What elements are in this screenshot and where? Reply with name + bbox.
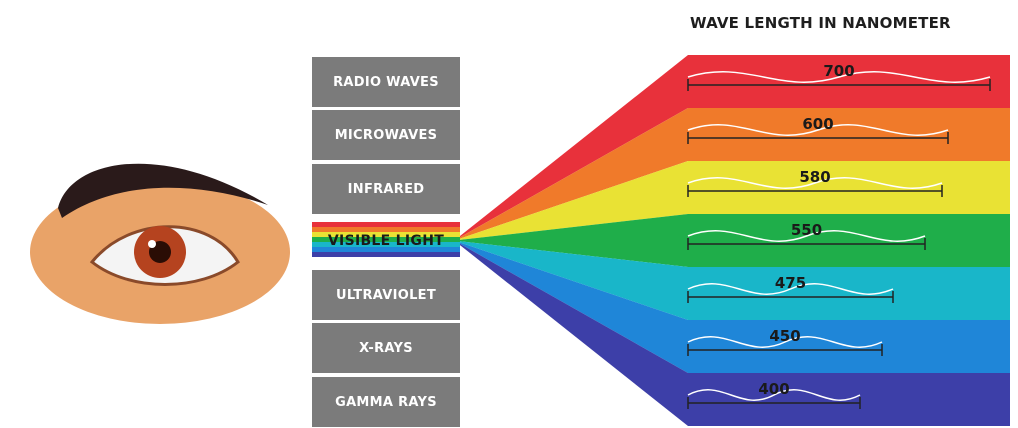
- wavelength-label: 450: [769, 327, 801, 345]
- fan-wedge: [460, 214, 688, 267]
- eye-illustration: [30, 163, 290, 324]
- fan-wedge: [460, 55, 688, 238]
- band-600: [688, 108, 1010, 161]
- wavelength-label: 600: [802, 115, 834, 133]
- wave-curve: [687, 124, 949, 136]
- fan-wedge: [460, 243, 688, 426]
- spectrum-box-visible-light: VISIBLE LIGHT: [327, 233, 445, 249]
- fan-wedge: [460, 241, 688, 320]
- wave-curve: [687, 71, 991, 83]
- wavelength-label: 580: [799, 168, 831, 186]
- visible-light-stripe: [312, 232, 460, 237]
- wavelength-label: 700: [823, 62, 855, 80]
- wavelength-label: 550: [790, 221, 823, 239]
- spectrum-box-x-rays: X-RAYS: [312, 323, 460, 373]
- wave-curve: [687, 177, 943, 189]
- spectrum-box-ultraviolet: ULTRAVIOLET: [312, 270, 460, 320]
- wavelength-label: 400: [758, 380, 790, 398]
- spectrum-box-radio-waves: RADIO WAVES: [312, 57, 460, 107]
- spectrum-box-gamma-rays: GAMMA RAYS: [312, 377, 460, 427]
- band-550: [688, 214, 1010, 267]
- wave-curve: [687, 389, 861, 401]
- visible-light-stripe: [312, 237, 460, 242]
- wavelength-label: 475: [774, 274, 807, 292]
- visible-light-stripe: [312, 252, 460, 257]
- band-475: [688, 267, 1010, 320]
- visible-light-stripe: [312, 227, 460, 232]
- visible-light-stripe: [312, 222, 460, 227]
- wavelength-bands: [312, 55, 1010, 426]
- fan-wedge: [460, 161, 688, 240]
- wave-curve: [687, 336, 883, 348]
- visible-light-stripe: [312, 242, 460, 247]
- wave-curve: [687, 230, 926, 242]
- spectrum-box-microwaves: MICROWAVES: [312, 110, 460, 160]
- wave-curve: [687, 283, 894, 295]
- eye-highlight: [148, 240, 156, 248]
- eyebrow: [58, 163, 268, 218]
- spectrum-box-infrared: INFRARED: [312, 164, 460, 214]
- band-580: [688, 161, 1010, 214]
- visible-light-stripe: [312, 247, 460, 252]
- chart-title: WAVE LENGTH IN NANOMETER: [690, 14, 951, 32]
- fan-wedge: [460, 108, 688, 239]
- fan-wedge: [460, 242, 688, 373]
